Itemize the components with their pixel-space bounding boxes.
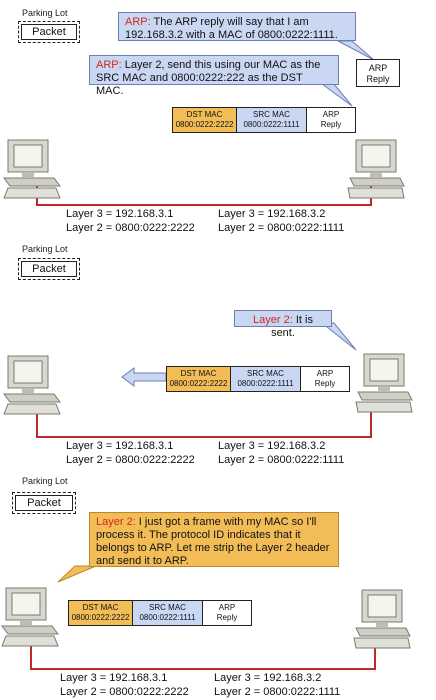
packet-label: Packet xyxy=(21,24,77,40)
callout-tag: ARP: xyxy=(96,59,122,71)
callout-text: The ARP reply will say that I am 192.168… xyxy=(125,16,338,41)
network-wire xyxy=(30,644,376,670)
computer-icon xyxy=(347,139,405,199)
left-host-layer2: Layer 2 = 0800:0222:2222 xyxy=(66,222,195,234)
right-host-layer3: Layer 3 = 192.168.3.2 xyxy=(214,672,322,684)
packet-box: Packet xyxy=(18,258,80,280)
packet-box: Packet xyxy=(12,492,76,514)
packet-label: Packet xyxy=(15,495,73,511)
arp-reply-line1: ARP xyxy=(368,63,388,73)
right-host-layer2: Layer 2 = 0800:0222:1111 xyxy=(218,454,345,466)
computer-icon xyxy=(3,139,61,199)
parking-lot-label: Parking Lot xyxy=(22,244,68,254)
left-host-layer3: Layer 3 = 192.168.3.1 xyxy=(60,672,168,684)
right-host-layer2: Layer 2 = 0800:0222:1111 xyxy=(218,222,345,234)
network-wire xyxy=(36,412,372,438)
arp-callout-mid: ARP: Layer 2, send this using our MAC as… xyxy=(89,55,339,97)
layer2-sent-callout: Layer 2: It is sent. xyxy=(234,310,332,339)
network-wire xyxy=(36,180,372,206)
left-host-layer3: Layer 3 = 192.168.3.1 xyxy=(66,440,174,452)
left-host-layer3: Layer 3 = 192.168.3.1 xyxy=(66,208,174,220)
left-host-layer2: Layer 2 = 0800:0222:2222 xyxy=(60,686,189,698)
callout-tag: Layer 2: xyxy=(253,314,293,326)
computer-icon xyxy=(1,587,59,647)
computer-icon xyxy=(353,589,411,649)
computer-icon xyxy=(355,353,413,413)
callout-text: Layer 2, send this using our MAC as the … xyxy=(96,59,321,97)
callout-text: It is sent. xyxy=(271,314,313,339)
arp-callout-top: ARP: The ARP reply will say that I am 19… xyxy=(118,12,356,41)
parking-lot-label: Parking Lot xyxy=(22,476,68,486)
layer2-process-callout: Layer 2: I just got a frame with my MAC … xyxy=(89,512,339,567)
callout-tag: ARP: xyxy=(125,16,151,28)
parking-lot-label: Parking Lot xyxy=(22,8,68,18)
right-host-layer3: Layer 3 = 192.168.3.2 xyxy=(218,440,326,452)
right-host-layer2: Layer 2 = 0800:0222:1111 xyxy=(214,686,341,698)
callout-text: I just got a frame with my MAC so I'll p… xyxy=(96,516,330,567)
computer-icon xyxy=(3,355,61,415)
packet-box: Packet xyxy=(18,21,80,43)
right-host-layer3: Layer 3 = 192.168.3.2 xyxy=(218,208,326,220)
callout-tag: Layer 2: xyxy=(96,516,136,528)
arp-reply-box: ARP Reply xyxy=(356,59,400,87)
packet-label: Packet xyxy=(21,261,77,277)
arrow-left-icon xyxy=(121,367,167,387)
left-host-layer2: Layer 2 = 0800:0222:2222 xyxy=(66,454,195,466)
arp-reply-line2: Reply xyxy=(366,74,390,84)
